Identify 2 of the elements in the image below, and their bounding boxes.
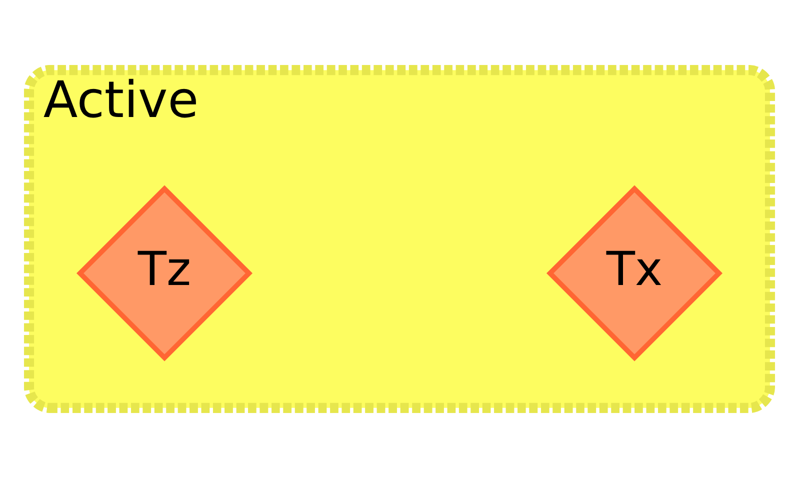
node-diamond: Tx [546,185,722,362]
node-diamond: Tz [76,185,253,362]
